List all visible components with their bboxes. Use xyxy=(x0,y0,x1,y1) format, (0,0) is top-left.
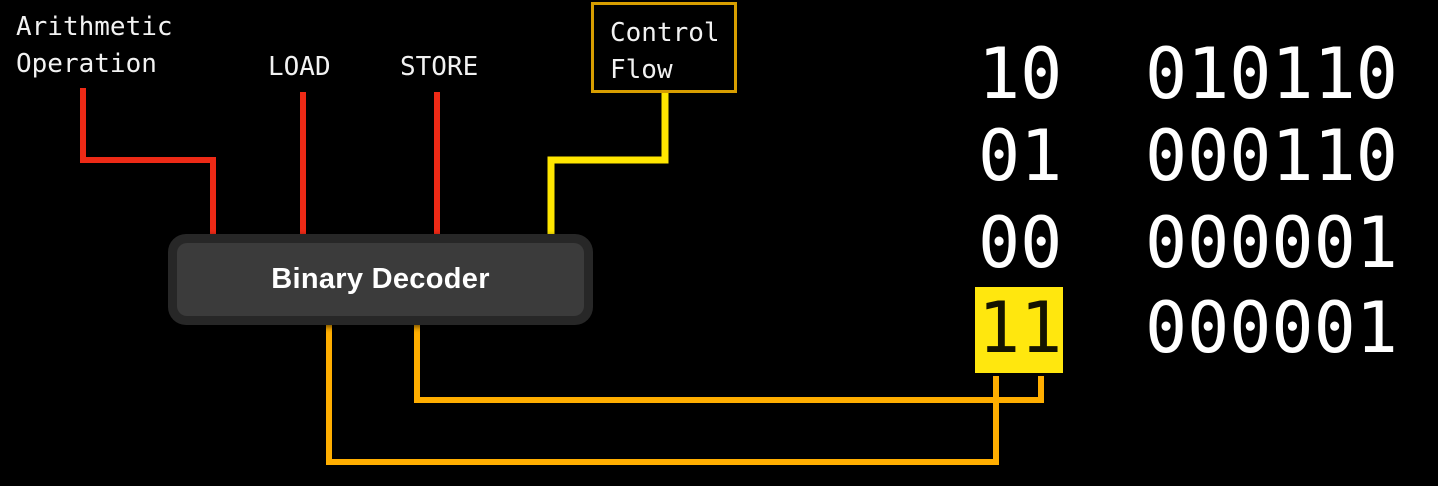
label-load: LOAD xyxy=(268,52,331,82)
bits-cell: 000110 xyxy=(1145,115,1398,197)
opcode-cell: 00 xyxy=(978,202,1063,284)
opcode-cell: 01 xyxy=(978,115,1063,197)
decoder-output-wire-outer xyxy=(326,320,999,465)
binary-decoder-inner: Binary Decoder xyxy=(177,243,584,316)
arithmetic-operation-wire xyxy=(80,88,216,242)
label-arithmetic-operation: Arithmetic Operation xyxy=(16,12,173,79)
binary-decoder-label: Binary Decoder xyxy=(271,263,490,295)
bits-cell: 000001 xyxy=(1145,287,1398,369)
binary-decoder-block: Binary Decoder xyxy=(168,234,593,325)
control-flow-box: Control Flow xyxy=(591,2,737,93)
bits-cell: 010110 xyxy=(1145,33,1398,115)
label-store: STORE xyxy=(400,52,479,82)
opcode-cell-highlighted: 11 xyxy=(978,287,1063,369)
bits-cell: 000001 xyxy=(1145,202,1398,284)
selected-code-highlight xyxy=(975,287,1063,373)
label-control-flow: Control Flow xyxy=(610,18,720,85)
decoder-output-wire-inner xyxy=(414,320,1044,403)
control-flow-wire xyxy=(547,93,669,242)
opcode-cell: 10 xyxy=(978,33,1063,115)
